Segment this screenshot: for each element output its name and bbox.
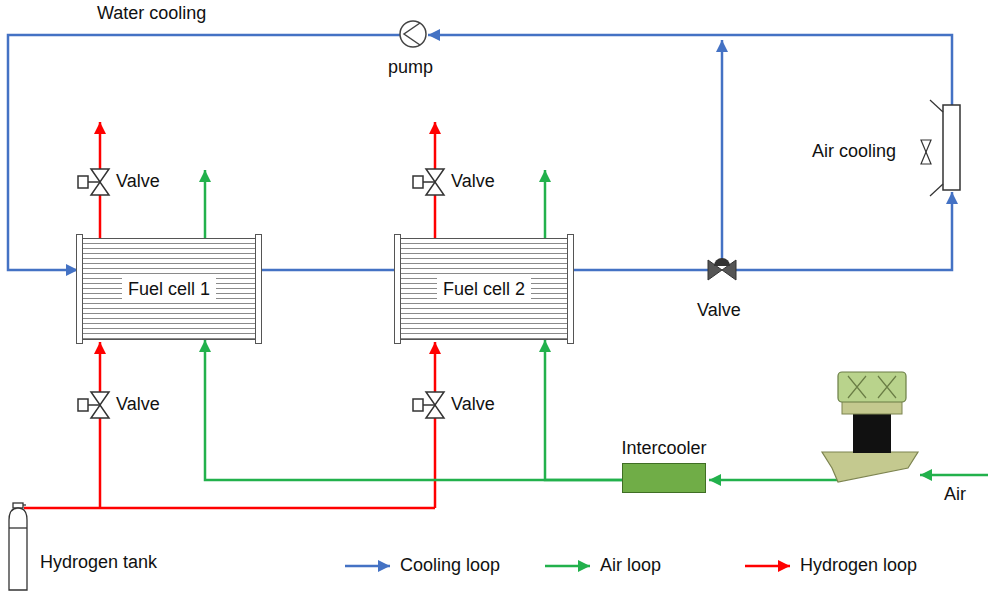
- valve-name: Valve: [116, 394, 160, 415]
- node-label: Intercooler: [621, 438, 706, 459]
- air-pipe: [204, 170, 207, 238]
- hydrogen-pipe: [434, 195, 437, 238]
- end-plate: [255, 234, 262, 344]
- node-label: Fuel cell 1: [122, 278, 216, 301]
- pipe-connector: [545, 340, 622, 480]
- valve-name: Valve: [116, 171, 160, 192]
- cooling-pipe: [428, 35, 952, 105]
- hydrogen-pipe: [434, 342, 437, 392]
- hydrogen-pipe: [24, 507, 435, 510]
- pipe-connector: [205, 340, 622, 480]
- legend-text: Air loop: [600, 555, 661, 576]
- compressor-symbol: [838, 372, 906, 402]
- hydrogen-pipe: [24, 122, 435, 508]
- pump-symbol: [400, 21, 426, 47]
- pump-symbol: [404, 23, 420, 45]
- compressor-symbol: [822, 452, 918, 482]
- radiator: [930, 100, 960, 196]
- end-plate: [76, 234, 83, 344]
- cooling-fan: [921, 140, 931, 164]
- node-label: Fuel cell 2: [437, 278, 531, 301]
- air-pipe: [205, 170, 988, 480]
- radiator: [930, 184, 943, 196]
- end-plate: [394, 234, 401, 344]
- legend-sample: [345, 565, 390, 568]
- cooling-fan: [921, 152, 931, 164]
- cooling-pipe: [732, 192, 952, 270]
- valve-symbol: [413, 392, 444, 418]
- legend-sample: [745, 565, 790, 568]
- valve-symbol: [78, 169, 444, 418]
- legend-sample: [545, 565, 590, 568]
- valve-symbol: [413, 169, 444, 195]
- loop-name: Water cooling: [97, 3, 206, 24]
- hydrogen-pipe: [99, 122, 102, 169]
- pump-symbol: [400, 21, 426, 47]
- part-name: pump: [388, 57, 433, 78]
- valve-symbol: [78, 169, 109, 195]
- cooling-fan: [921, 140, 931, 152]
- compressor-symbol: [848, 376, 896, 398]
- compressor-symbol: [822, 372, 918, 482]
- hydrogen-tank-symbol: [9, 508, 27, 590]
- fuel-cell-stack: Fuel cell 2: [398, 238, 570, 340]
- valve-symbol: [78, 392, 109, 418]
- part-name: Hydrogen tank: [40, 552, 157, 573]
- valve-name: Valve: [697, 300, 741, 321]
- inlet-name: Air: [944, 484, 966, 505]
- loop-name: Air cooling: [812, 141, 896, 162]
- compressor-symbol: [853, 413, 891, 453]
- hydrogen-tank-symbol: [9, 527, 27, 528]
- intercooler-box: Intercooler: [622, 463, 706, 493]
- hydrogen-pipe: [434, 418, 437, 508]
- three-way-valve: [708, 258, 736, 280]
- air-pipe: [709, 479, 838, 482]
- hydrogen-pipe: [99, 195, 102, 238]
- cooling-pipe: [8, 35, 400, 270]
- pipe-connector: [258, 269, 398, 272]
- air-pipe: [920, 474, 988, 477]
- fuel-cell-stack: Fuel cell 1: [80, 238, 258, 340]
- legend-text: Hydrogen loop: [800, 555, 917, 576]
- hydrogen-tank-symbol: [9, 503, 27, 590]
- radiator: [943, 105, 960, 190]
- radiator: [930, 100, 943, 112]
- air-pipe: [544, 170, 547, 238]
- hydrogen-tank-symbol: [13, 503, 23, 508]
- cooling-pipe: [570, 269, 712, 272]
- hydrogen-pipe: [434, 122, 437, 169]
- valve-name: Valve: [451, 171, 495, 192]
- cooling-pipe: [721, 40, 724, 262]
- hydrogen-pipe: [99, 342, 102, 392]
- three-way-valve: [714, 258, 730, 266]
- hydrogen-tank-symbol: [23, 504, 26, 505]
- legend-text: Cooling loop: [400, 555, 500, 576]
- cooling-pipe: [8, 35, 952, 270]
- valve-name: Valve: [451, 394, 495, 415]
- hydrogen-pipe: [99, 418, 102, 508]
- end-plate: [567, 234, 574, 344]
